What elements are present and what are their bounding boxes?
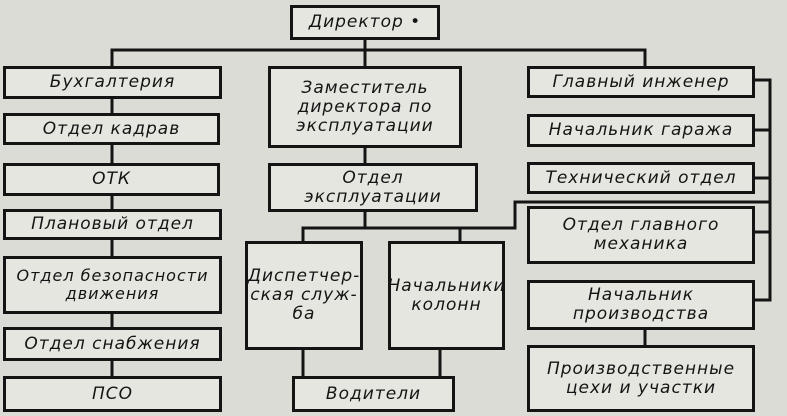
box-production-head-label: Начальник производства	[572, 285, 710, 324]
box-traffic-safety-label: Отдел безопасности движения	[16, 266, 209, 303]
box-operations-dept-label: Отдел эксплуатации	[304, 167, 442, 207]
box-dispatch: Диспетчер- ская служ- ба	[245, 241, 363, 350]
box-column-heads: Начальники колонн	[387, 241, 506, 350]
box-operations-dept: Отдел эксплуатации	[268, 163, 478, 212]
box-pso: ПСО	[3, 376, 222, 412]
box-garage-head: Начальник гаража	[527, 114, 755, 147]
box-production-head: Начальник производства	[527, 280, 755, 330]
box-planning-label: Плановый отдел	[31, 214, 194, 234]
box-hr: Отдел кадрав	[3, 113, 220, 145]
box-garage-head-label: Начальник гаража	[548, 120, 734, 140]
box-deputy-director-label: Заместитель директора по эксплуатации	[296, 77, 434, 136]
box-accounting-label: Бухгалтерия	[49, 72, 176, 92]
box-drivers-label: Водители	[325, 383, 422, 404]
box-technical-dept-label: Технический отдел	[545, 167, 737, 188]
box-chief-engineer: Главный инженер	[527, 66, 755, 98]
box-dispatch-label: Диспетчер- ская служ- ба	[247, 266, 361, 324]
box-supply: Отдел снабжения	[3, 327, 222, 361]
box-chief-engineer-label: Главный инженер	[552, 71, 730, 92]
box-workshops-label: Производственные цехи и участки	[546, 358, 736, 398]
box-chief-mechanic: Отдел главного механика	[527, 206, 755, 264]
box-workshops: Производственные цехи и участки	[527, 345, 755, 412]
box-otk-label: ОТК	[92, 169, 131, 189]
box-otk: ОТК	[3, 163, 220, 196]
box-drivers: Водители	[292, 376, 455, 412]
box-pso-label: ПСО	[91, 383, 134, 404]
box-accounting: Бухгалтерия	[3, 66, 222, 99]
box-hr-label: Отдел кадрав	[42, 118, 181, 139]
director-box: Директор •	[290, 5, 440, 40]
box-planning: Плановый отдел	[3, 209, 222, 240]
box-supply-label: Отдел снабжения	[24, 333, 201, 354]
box-traffic-safety: Отдел безопасности движения	[3, 256, 222, 314]
box-chief-mechanic-label: Отдел главного механика	[562, 215, 720, 254]
box-deputy-director: Заместитель директора по эксплуатации	[268, 66, 462, 148]
box-column-heads-label: Начальники колонн	[387, 275, 506, 315]
director-label: Директор •	[308, 12, 422, 32]
box-technical-dept: Технический отдел	[527, 162, 755, 194]
